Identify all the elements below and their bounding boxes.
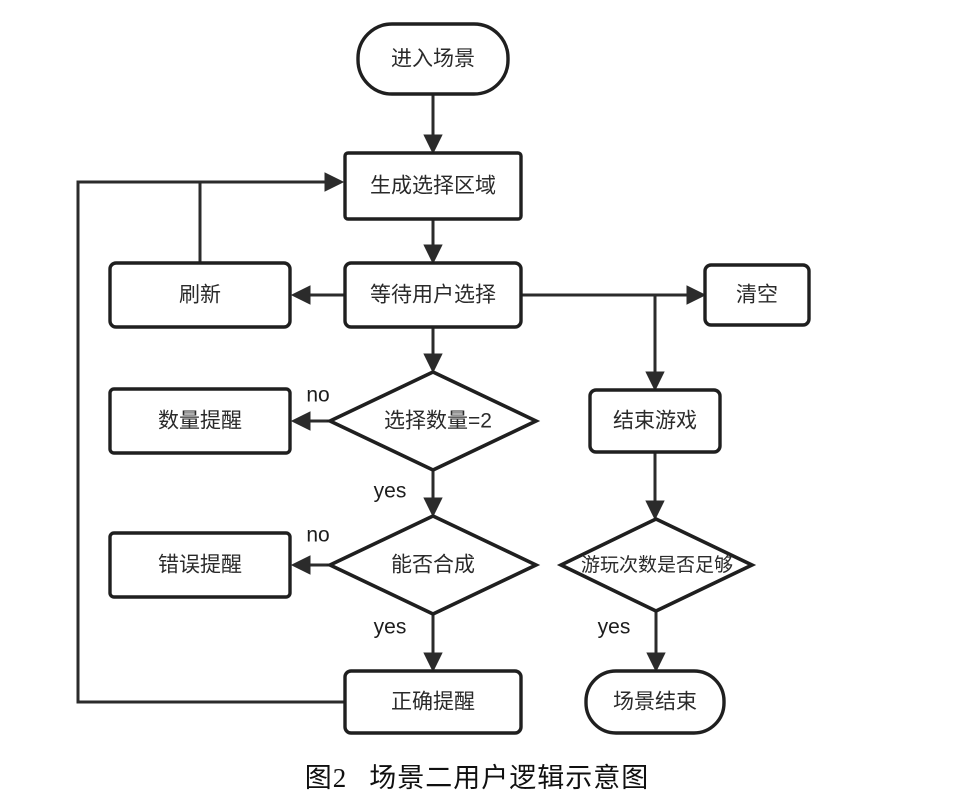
node-error-reminder-label: 错误提醒 (158, 554, 242, 577)
node-clear[interactable]: 清空 (703, 263, 811, 327)
node-end-game[interactable]: 结束游戏 (588, 388, 722, 454)
edge-labels: no yes no yes yes (306, 384, 630, 639)
connectors (76, 94, 707, 704)
node-count-equals-two-label: 选择数量=2 (384, 410, 492, 433)
edge-right-tip-loop-to-generate (76, 180, 345, 704)
node-plays-enough-label: 游玩次数是否足够 (581, 554, 733, 576)
node-start[interactable]: 进入场景 (356, 22, 510, 96)
node-plays-enough-decision[interactable]: 游玩次数是否足够 (556, 517, 757, 613)
edge-refresh-loop-to-generate (198, 172, 345, 263)
node-correct-reminder-label: 正确提醒 (391, 691, 475, 714)
node-clear-label: 清空 (736, 284, 778, 307)
node-scene-end[interactable]: 场景结束 (584, 669, 726, 735)
node-correct-reminder[interactable]: 正确提醒 (343, 669, 523, 735)
node-generate-area-label: 生成选择区域 (370, 175, 496, 198)
edge-label-merge-no: no (306, 524, 329, 547)
node-wait-selection-label: 等待用户选择 (370, 284, 496, 307)
flowchart-canvas: 进入场景 生成选择区域 刷新 等待用户选择 清空 (76, 22, 811, 735)
node-end-game-label: 结束游戏 (613, 410, 697, 433)
node-refresh-label: 刷新 (179, 284, 221, 307)
node-count-equals-two-decision[interactable]: 选择数量=2 (325, 370, 541, 472)
node-refresh[interactable]: 刷新 (108, 261, 292, 329)
edge-label-merge-yes: yes (374, 616, 407, 639)
edge-label-plays-yes: yes (598, 616, 631, 639)
node-generate-area[interactable]: 生成选择区域 (343, 151, 523, 221)
figure-caption-number: 图2 (304, 763, 348, 793)
node-can-merge-decision[interactable]: 能否合成 (325, 514, 541, 616)
edge-label-count-yes: yes (374, 480, 407, 503)
node-start-label: 进入场景 (391, 48, 475, 71)
figure-caption: 图2 场景二用户逻辑示意图 (0, 756, 954, 795)
edge-label-count-no: no (306, 384, 329, 407)
node-count-reminder-label: 数量提醒 (158, 410, 242, 433)
node-wait-selection[interactable]: 等待用户选择 (343, 261, 523, 329)
node-count-reminder[interactable]: 数量提醒 (108, 387, 292, 455)
node-error-reminder[interactable]: 错误提醒 (108, 531, 292, 599)
node-can-merge-label: 能否合成 (391, 554, 475, 577)
figure-caption-text: 场景二用户逻辑示意图 (369, 763, 650, 793)
node-scene-end-label: 场景结束 (613, 691, 697, 714)
nodes: 进入场景 生成选择区域 刷新 等待用户选择 清空 (108, 22, 811, 735)
